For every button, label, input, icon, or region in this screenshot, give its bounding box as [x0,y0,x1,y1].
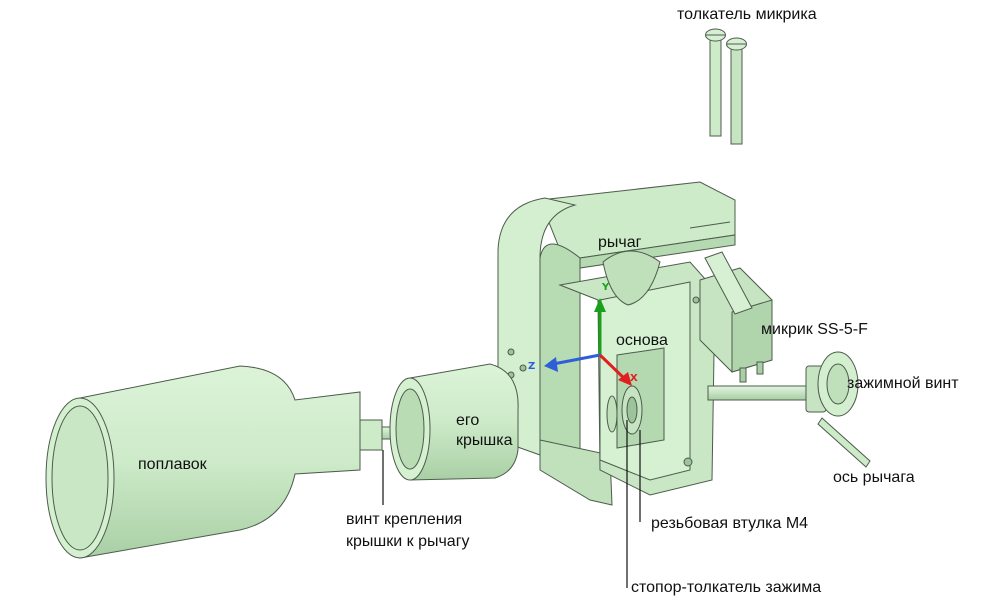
label-cover-screw-line1: винт крепления [346,511,463,528]
microswitch-part [699,251,773,383]
label-stopper-pusher: стопор-толкатель зажима [631,579,822,596]
lever-part [497,181,736,506]
label-float: поплавок [138,456,207,473]
label-base: основа [616,332,668,349]
microswitch-pusher-pins [705,28,747,145]
label-threaded-bushing: резьбовая втулка М4 [651,515,809,532]
label-clamp-screw: зажимной винт [847,375,959,392]
float-part [45,365,439,559]
label-lever-axis: ось рычага [833,469,915,486]
label-pusher-micro: толкатель микрика [677,6,817,23]
y-axis-label: Y [602,282,610,293]
label-microswitch: микрик SS-5-F [761,321,868,338]
z-axis-label: Z [528,361,536,372]
label-cover-line2: крышка [456,432,513,449]
coordinate-axes-triad [544,298,632,386]
label-cover-line1: его [456,412,480,429]
x-axis-label: X [630,373,638,384]
leader-lines [382,420,641,588]
cover-part [389,363,519,481]
clamp-screw-part [707,351,859,417]
label-lever: рычаг [598,234,642,251]
label-cover-screw-line2: крышки к рычагу [346,533,470,550]
lever-axis-pin [817,417,871,468]
